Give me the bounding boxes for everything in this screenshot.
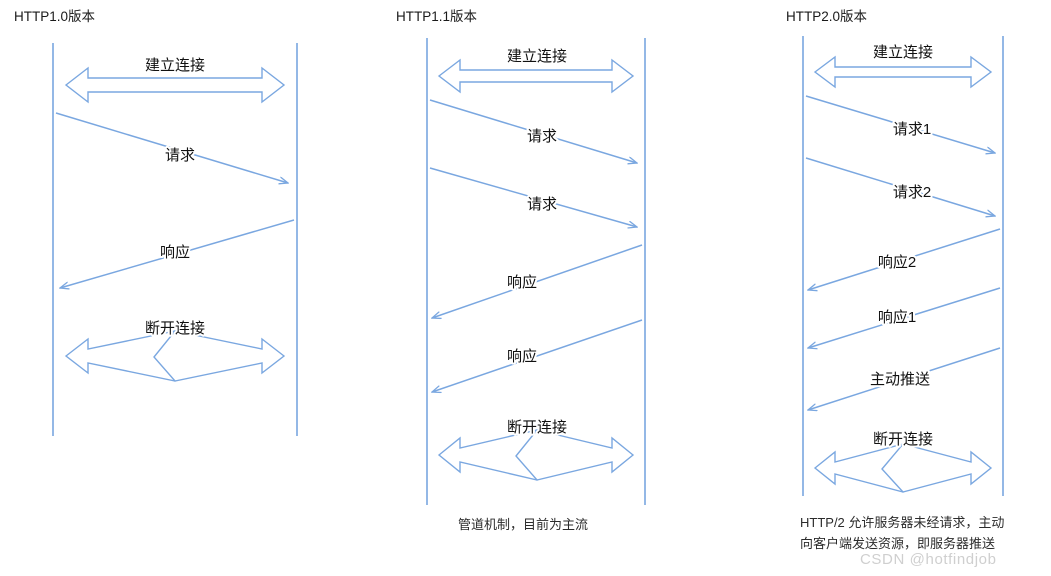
sequence-diagram-http20: 建立连接 请求1 请求2 响应2 响应1 主动推送 断开连接	[802, 36, 1004, 496]
message-response-1: 响应	[432, 244, 643, 318]
message-label: 请求	[527, 128, 557, 145]
message-response: 响应	[60, 219, 295, 288]
message-response-2: 响应	[432, 319, 643, 392]
message-server-push: 主动推送	[808, 347, 1001, 410]
message-label: 断开连接	[873, 431, 933, 448]
message-request-1: 请求1	[805, 95, 995, 153]
message-request-2: 请求	[429, 167, 637, 227]
panel-http20: HTTP2.0版本 建立连接 请求1 请求2 响应2	[772, 0, 1051, 576]
panel-http11: HTTP1.1版本 建立连接 请求 请求 响应	[382, 0, 772, 576]
message-label: 主动推送	[870, 371, 930, 388]
message-response-2: 响应2	[808, 228, 1001, 290]
message-label: 响应2	[878, 253, 916, 271]
message-label: 请求	[527, 196, 557, 213]
message-label: 响应1	[878, 308, 916, 326]
message-label: 建立连接	[873, 44, 933, 61]
sequence-diagram-http11: 建立连接 请求 请求 响应 响应 断开连接	[426, 38, 646, 505]
panel-caption-http20: HTTP/2 允许服务器未经请求，主动 向客户端发送资源，即服务器推送	[800, 515, 1005, 551]
panel-title-http11: HTTP1.1版本	[396, 9, 478, 24]
message-label: 断开连接	[507, 419, 567, 436]
message-establish-connection: 建立连接	[437, 46, 635, 94]
message-disconnect: 断开连接	[813, 429, 993, 493]
message-label: 响应	[507, 347, 537, 365]
message-disconnect: 断开连接	[437, 417, 635, 481]
message-label: 响应	[160, 243, 190, 261]
message-label: 请求1	[893, 121, 931, 138]
panel-title-http10: HTTP1.0版本	[14, 9, 96, 24]
message-response-1: 响应1	[808, 287, 1001, 348]
panel-title-http20: HTTP2.0版本	[786, 9, 868, 24]
message-label: 建立连接	[507, 48, 567, 65]
message-label: 断开连接	[145, 320, 205, 337]
message-request: 请求	[55, 112, 288, 183]
message-label: 建立连接	[145, 57, 205, 74]
message-label: 请求	[165, 147, 195, 164]
message-label: 请求2	[893, 184, 931, 201]
message-disconnect: 断开连接	[64, 318, 286, 382]
message-establish-connection: 建立连接	[64, 55, 286, 104]
message-establish-connection: 建立连接	[813, 42, 993, 89]
message-request-2: 请求2	[805, 157, 995, 216]
panel-caption-http11: 管道机制，目前为主流	[458, 517, 589, 532]
sequence-diagram-http10: 建立连接 请求 响应 断开连接	[52, 43, 298, 436]
message-label: 响应	[507, 273, 537, 291]
panel-http10: HTTP1.0版本 建立连接 请求 响应	[0, 0, 382, 576]
message-request-1: 请求	[429, 99, 637, 163]
